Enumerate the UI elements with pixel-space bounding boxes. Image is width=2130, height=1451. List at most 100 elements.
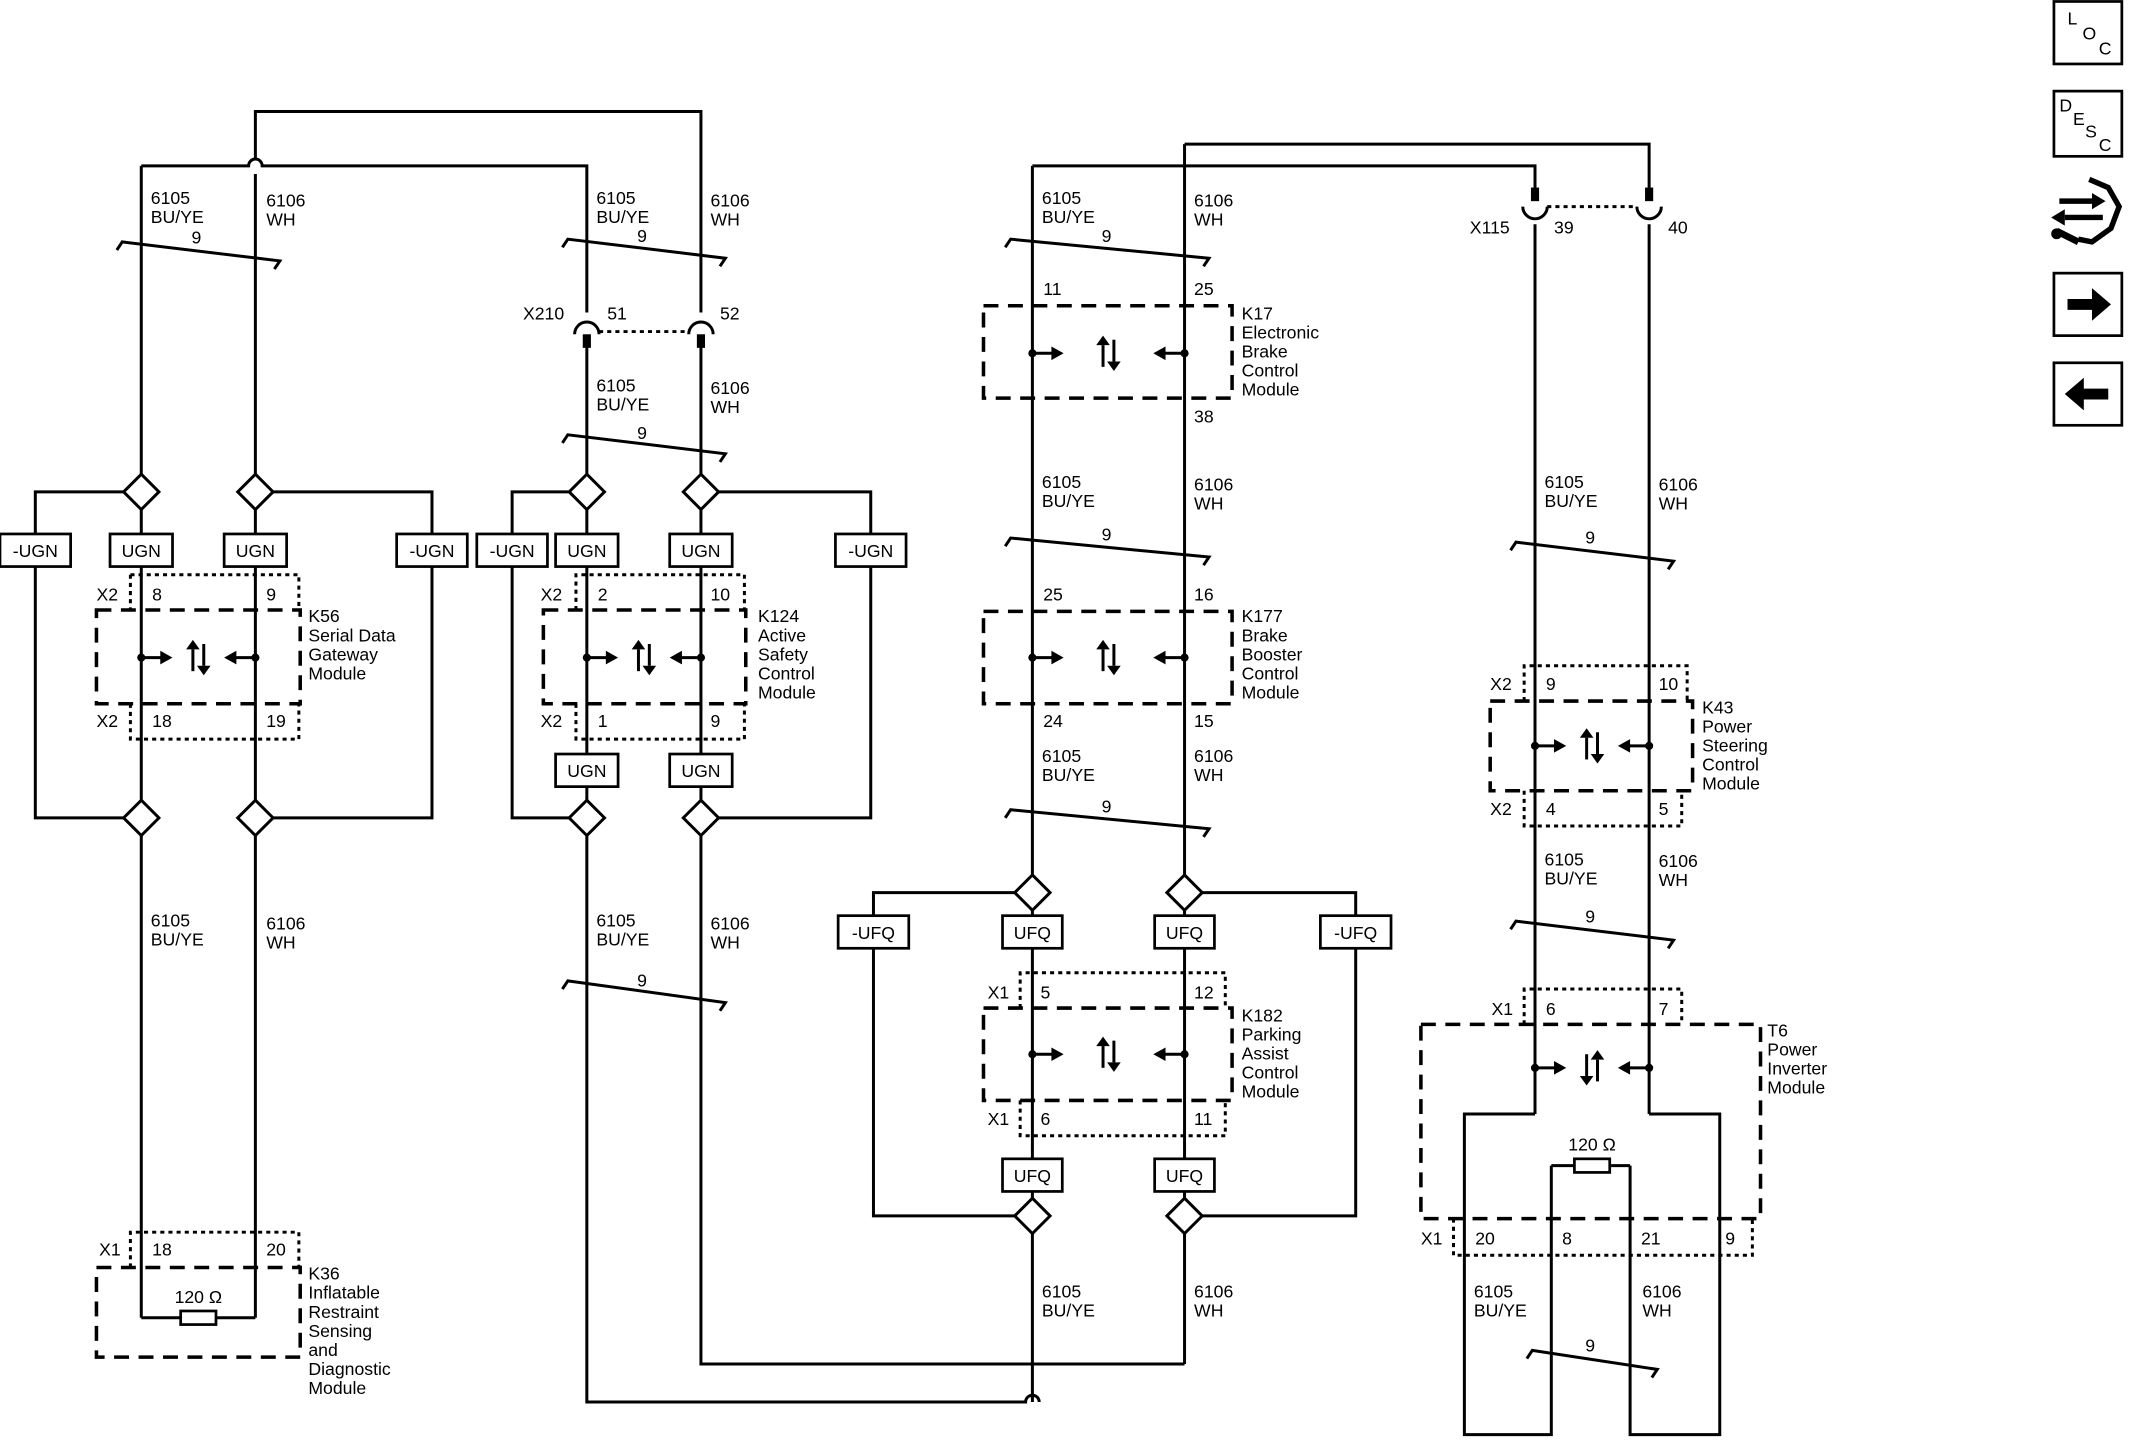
module-k36: 120 Ω X1 18 20 K36 Inflatable Restraint …: [94, 1230, 391, 1398]
svg-text:K17: K17: [1242, 303, 1273, 323]
svg-text:6105: 6105: [151, 911, 190, 931]
svg-text:WH: WH: [1659, 494, 1688, 514]
splice-box-ufq: UFQ: [1001, 914, 1064, 950]
svg-text:C: C: [2099, 135, 2112, 155]
svg-text:BU/YE: BU/YE: [1042, 207, 1095, 227]
svg-text:Sensing: Sensing: [308, 1321, 372, 1341]
svg-text:L: L: [2068, 9, 2078, 29]
splice-box-ugn: UGN: [668, 532, 734, 568]
svg-text:9: 9: [266, 585, 276, 605]
svg-text:Module: Module: [1242, 1082, 1300, 1102]
svg-text:7: 7: [1659, 999, 1669, 1019]
svg-text:Inflatable: Inflatable: [308, 1283, 380, 1303]
svg-text:X2: X2: [541, 585, 563, 605]
previous-button[interactable]: [2052, 361, 2124, 427]
svg-text:9: 9: [1585, 1336, 1595, 1356]
svg-text:20: 20: [266, 1239, 286, 1259]
next-button[interactable]: [2052, 271, 2124, 337]
svg-text:6105: 6105: [1545, 849, 1584, 869]
svg-text:Serial Data: Serial Data: [308, 625, 395, 645]
svg-text:11: 11: [1194, 1109, 1212, 1129]
svg-text:Assist: Assist: [1242, 1044, 1289, 1064]
splice-box-ufq: UFQ: [1001, 1157, 1064, 1193]
splice-box-ugn: UGN: [554, 532, 620, 568]
svg-text:38: 38: [1194, 407, 1214, 427]
desc-icon: D E S C: [2059, 95, 2111, 154]
svg-text:Diagnostic: Diagnostic: [308, 1359, 391, 1379]
svg-text:-UGN: -UGN: [13, 541, 58, 561]
svg-text:Gateway: Gateway: [308, 644, 378, 664]
svg-text:Module: Module: [758, 682, 816, 702]
splice-box-ufq: UFQ: [1153, 1157, 1216, 1193]
svg-text:Brake: Brake: [1242, 625, 1288, 645]
twisted-pair-marks: [115, 237, 1677, 1379]
svg-text:UGN: UGN: [567, 541, 606, 561]
svg-text:6105: 6105: [596, 911, 635, 931]
svg-text:6105: 6105: [1042, 1281, 1081, 1301]
svg-text:-UGN: -UGN: [848, 541, 893, 561]
connector-pinout-button[interactable]: [2051, 176, 2123, 245]
svg-text:WH: WH: [1642, 1300, 1671, 1320]
splice-box-ugn: UGN: [222, 532, 288, 568]
svg-text:BU/YE: BU/YE: [151, 207, 204, 227]
svg-text:Steering: Steering: [1702, 735, 1768, 755]
svg-text:6106: 6106: [1659, 851, 1698, 871]
svg-text:6: 6: [1041, 1109, 1051, 1129]
svg-text:9: 9: [1585, 906, 1595, 926]
svg-text:X2: X2: [96, 585, 118, 605]
svg-text:6105: 6105: [1474, 1281, 1513, 1301]
module-k17: 11 25 38 K17 Electronic Brake Control Mo…: [981, 279, 1320, 427]
svg-text:Module: Module: [1242, 682, 1300, 702]
svg-text:Safety: Safety: [758, 644, 808, 664]
next-arrow-icon: [2067, 288, 2111, 321]
svg-text:Active: Active: [758, 625, 806, 645]
svg-text:UFQ: UFQ: [1166, 1166, 1203, 1186]
svg-text:D: D: [2059, 95, 2072, 115]
svg-text:6106: 6106: [1659, 474, 1698, 494]
svg-text:WH: WH: [1659, 870, 1688, 890]
svg-text:Module: Module: [1242, 379, 1300, 399]
svg-text:Brake: Brake: [1242, 341, 1288, 361]
loc-button[interactable]: L O C: [2052, 0, 2124, 66]
svg-text:6105: 6105: [1042, 188, 1081, 208]
svg-text:UGN: UGN: [122, 541, 161, 561]
svg-text:Electronic: Electronic: [1242, 322, 1320, 342]
svg-text:6106: 6106: [710, 191, 749, 211]
connector-labels: X210 51 52 X115 39 40: [523, 218, 1688, 324]
svg-text:C: C: [2099, 38, 2112, 58]
svg-text:WH: WH: [710, 210, 739, 230]
svg-text:6: 6: [1546, 999, 1556, 1019]
svg-text:X1: X1: [1421, 1228, 1443, 1248]
svg-text:Inverter: Inverter: [1767, 1059, 1827, 1079]
svg-text:Control: Control: [1242, 663, 1299, 683]
svg-text:K56: K56: [308, 606, 340, 626]
svg-text:WH: WH: [266, 932, 295, 952]
svg-text:9: 9: [637, 226, 647, 246]
svg-text:WH: WH: [266, 210, 295, 230]
desc-button[interactable]: D E S C: [2052, 89, 2124, 158]
svg-text:25: 25: [1194, 279, 1214, 299]
splice-box-neg-ugn: -UGN: [475, 532, 549, 568]
svg-text:51: 51: [607, 303, 627, 323]
splice-box-neg-ufq: -UFQ: [836, 914, 911, 950]
svg-text:6106: 6106: [266, 913, 305, 933]
svg-text:K36: K36: [308, 1264, 340, 1284]
svg-text:6106: 6106: [1194, 191, 1233, 211]
svg-text:BU/YE: BU/YE: [1545, 868, 1598, 888]
svg-text:6106: 6106: [710, 913, 749, 933]
svg-text:UGN: UGN: [567, 761, 606, 781]
svg-text:2: 2: [598, 585, 608, 605]
module-k43: X2 9 10 X2 4 5 K43 Power Steering Contro…: [1488, 664, 1768, 828]
splice-box-ugn: UGN: [554, 752, 620, 788]
svg-text:-UFQ: -UFQ: [1334, 923, 1377, 943]
svg-text:25: 25: [1043, 585, 1063, 605]
svg-text:UFQ: UFQ: [1166, 923, 1203, 943]
svg-text:O: O: [2082, 23, 2096, 43]
svg-text:6105: 6105: [151, 188, 190, 208]
svg-text:12: 12: [1194, 983, 1214, 1003]
svg-text:6105: 6105: [1042, 746, 1081, 766]
svg-text:18: 18: [152, 1239, 172, 1259]
splice-box-neg-ugn: -UGN: [395, 532, 469, 568]
svg-text:5: 5: [1659, 799, 1669, 819]
